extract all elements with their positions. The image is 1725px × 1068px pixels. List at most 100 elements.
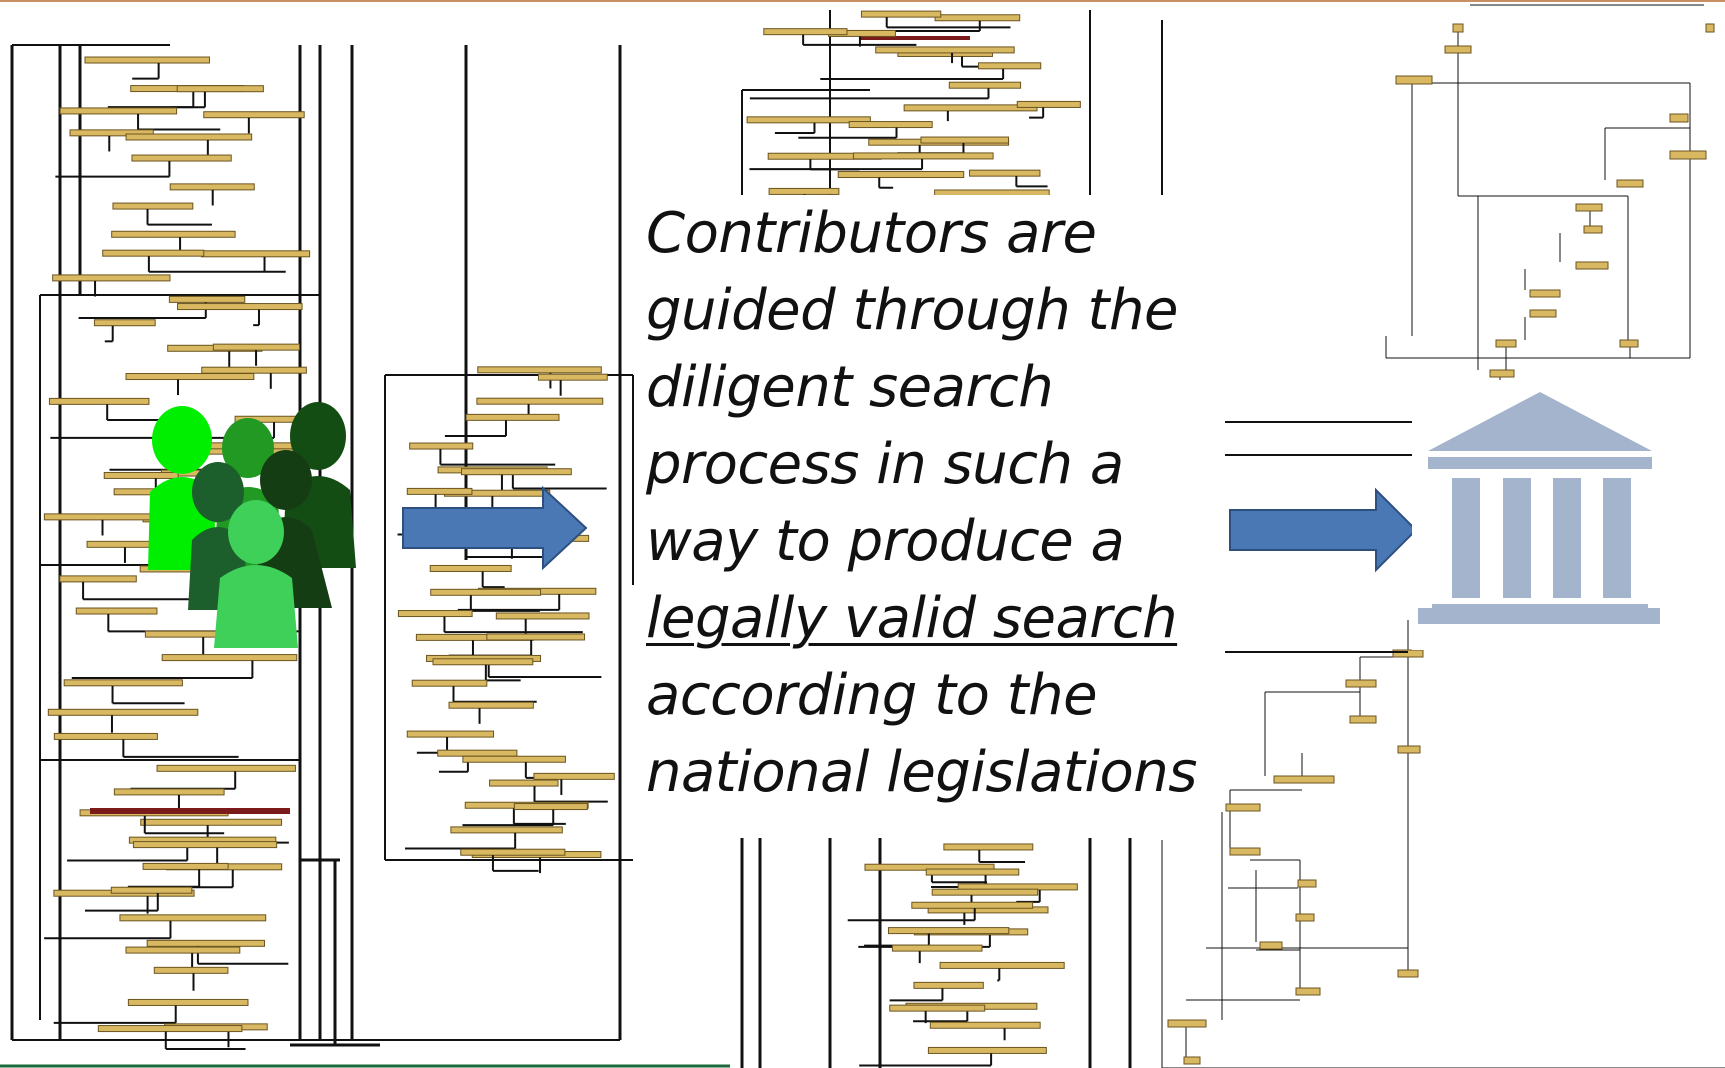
flow-box xyxy=(201,366,307,374)
flow-box xyxy=(460,468,572,476)
flow-box xyxy=(746,116,871,124)
caption-line: way to produce a xyxy=(646,509,1125,574)
flow-box xyxy=(432,658,534,666)
flow-box xyxy=(53,732,158,740)
flow-box xyxy=(1167,1019,1207,1028)
right-arrow-icon xyxy=(402,485,588,571)
flow-box xyxy=(1705,23,1715,33)
flow-box xyxy=(927,1046,1047,1054)
flow-box xyxy=(1619,339,1639,348)
flow-box xyxy=(127,998,249,1006)
flow-box xyxy=(397,610,473,618)
flow-box xyxy=(852,152,994,160)
flow-box xyxy=(837,171,965,179)
flowchart-center-top xyxy=(741,10,1163,208)
flow-box xyxy=(437,749,518,757)
flow-box xyxy=(1575,203,1603,212)
flow-box xyxy=(1345,679,1377,688)
flow-box xyxy=(93,319,156,327)
flow-box xyxy=(1669,113,1689,123)
flow-box xyxy=(1259,941,1283,950)
flow-box xyxy=(212,343,301,351)
flow-box xyxy=(929,1021,1041,1029)
flow-box xyxy=(176,85,264,93)
flowchart-right-bottom xyxy=(1161,421,1725,1068)
flow-box xyxy=(537,373,608,381)
flow-box xyxy=(406,730,495,738)
flow-box xyxy=(156,764,296,772)
flow-box xyxy=(1444,45,1472,54)
flow-box xyxy=(111,230,236,238)
flow-box xyxy=(153,966,229,974)
flow-box xyxy=(47,708,199,716)
flow-box xyxy=(1452,23,1464,33)
flow-box xyxy=(465,413,560,421)
flow-box xyxy=(75,607,158,615)
flow-box xyxy=(848,121,933,129)
flow-box xyxy=(889,1004,986,1012)
caption-line-emphasis: legally valid search xyxy=(646,586,1178,651)
flow-box xyxy=(925,868,1020,876)
flow-box xyxy=(969,169,1041,177)
flow-box xyxy=(125,946,241,954)
flow-box xyxy=(1297,879,1317,888)
flow-box xyxy=(110,886,193,894)
flow-box xyxy=(977,62,1042,70)
flow-highlight-bar xyxy=(90,808,290,814)
flow-box xyxy=(48,397,150,405)
flow-box xyxy=(533,772,615,780)
flow-box xyxy=(934,14,1021,22)
flow-box xyxy=(102,249,205,257)
flow-box xyxy=(450,826,563,834)
flow-box xyxy=(59,107,178,115)
flow-box xyxy=(1229,847,1261,856)
flow-box xyxy=(939,961,1065,969)
caption-line: process in such a xyxy=(646,432,1124,497)
flowchart-right-top xyxy=(1385,4,1715,384)
caption-backdrop xyxy=(634,195,1209,835)
flow-box xyxy=(200,250,311,258)
flow-box xyxy=(1183,1056,1201,1065)
flow-box xyxy=(1575,261,1609,270)
flow-box xyxy=(476,397,604,405)
flow-box xyxy=(1349,715,1377,724)
flow-box xyxy=(84,56,210,64)
flow-box xyxy=(1495,339,1517,348)
flow-box xyxy=(125,133,253,141)
flow-box xyxy=(146,939,265,947)
flow-box xyxy=(119,914,267,922)
flow-box xyxy=(489,779,559,787)
flow-box xyxy=(948,81,1022,89)
flow-box xyxy=(52,274,171,282)
flow-box xyxy=(161,654,298,662)
flow-box xyxy=(943,843,1034,851)
flow-box xyxy=(448,701,534,709)
caption-text: Contributors are guided through the dili… xyxy=(646,195,1206,811)
flow-box xyxy=(1392,649,1424,658)
flow-box xyxy=(125,373,255,381)
flow-box xyxy=(1295,987,1321,996)
flow-box xyxy=(411,679,488,687)
flow-box xyxy=(1489,369,1515,378)
flow-box xyxy=(931,888,1039,896)
flow-box xyxy=(462,755,566,763)
flow-box xyxy=(486,633,586,641)
flow-box xyxy=(59,575,137,583)
flow-box xyxy=(169,183,255,191)
flow-box xyxy=(112,202,194,210)
flow-box xyxy=(177,303,303,311)
flow-box xyxy=(430,588,542,596)
flow-box xyxy=(429,564,512,572)
flowchart-center-bottom xyxy=(740,838,1132,1068)
flow-box xyxy=(1397,745,1421,754)
caption-line: national legislations xyxy=(646,740,1197,805)
flow-box xyxy=(495,612,590,620)
flow-box xyxy=(103,471,179,479)
flow-box xyxy=(406,487,473,495)
right-arrow-icon xyxy=(1229,487,1418,573)
flow-box xyxy=(1016,100,1081,108)
flow-box xyxy=(1616,179,1644,188)
flow-box xyxy=(1225,803,1261,812)
flow-box xyxy=(63,679,183,687)
